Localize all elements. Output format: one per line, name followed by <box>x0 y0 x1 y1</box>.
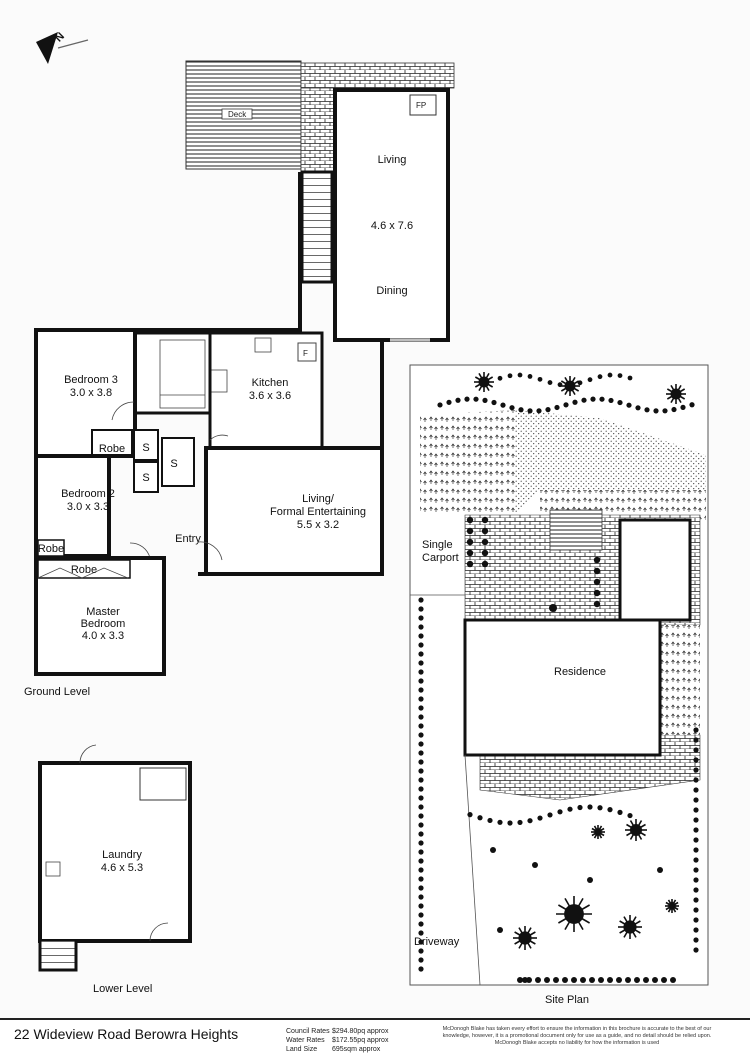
formal-living-label-1: Living/ <box>302 493 335 505</box>
landscaping-trees <box>474 372 686 950</box>
bedroom3-label: Bedroom 3 <box>64 374 118 386</box>
ground-level-plan: Deck FP Living 4.6 x 7.6 Dining F Kitche… <box>24 60 455 698</box>
disclaimer-text: McDonogh Blake has taken every effort to… <box>442 1026 712 1046</box>
council-rates-value: $294.80pq approx <box>332 1028 389 1035</box>
lower-level-plan: Laundry 4.6 x 5.3 Lower Level <box>38 744 192 995</box>
dining-label: Dining <box>376 285 407 297</box>
formal-living-room <box>204 446 384 576</box>
laundry-label: Laundry <box>102 849 142 861</box>
fireplace-label: FP <box>416 101 426 110</box>
land-size-label: Land Size <box>286 1046 318 1053</box>
entry-label: Entry <box>175 533 201 545</box>
deck-label: Deck <box>228 110 247 119</box>
property-address: 22 Wideview Road Berowra Heights <box>14 1026 239 1042</box>
fridge-label: F <box>303 349 308 358</box>
robe-bedroom3-label: Robe <box>99 443 125 455</box>
shower-2-label: S <box>142 472 149 484</box>
formal-living-label-2: Formal Entertaining <box>270 506 366 518</box>
shower-3-label: S <box>170 458 177 470</box>
kitchen-label: Kitchen <box>252 377 289 389</box>
robe-bedroom2-label: Robe <box>38 543 64 555</box>
ground-level-label: Ground Level <box>24 686 90 698</box>
lower-level-label: Lower Level <box>93 983 152 995</box>
residence-block <box>463 618 662 757</box>
master-dims: 4.0 x 3.3 <box>82 630 124 642</box>
carport-label-1: Single <box>422 539 453 551</box>
landscaping-shrubs <box>418 372 699 983</box>
living-label: Living <box>378 154 407 166</box>
site-plan: Residence Single Carport Driveway Site P… <box>409 364 709 1006</box>
bedroom3-dims: 3.0 x 3.8 <box>70 387 112 399</box>
footer-bar: 22 Wideview Road Berowra Heights Council… <box>0 1018 750 1063</box>
living-dims: 4.6 x 7.6 <box>371 220 413 232</box>
stairs <box>300 170 334 284</box>
driveway-label: Driveway <box>414 936 460 948</box>
land-size-value: 695sqm approx <box>332 1046 381 1053</box>
floor-plan-drawing: N Deck FP Living 4.6 x 7.6 Dining F Kitc… <box>24 30 709 1006</box>
north-arrow-icon: N <box>36 30 89 64</box>
bedroom2-label: Bedroom 2 <box>61 488 115 500</box>
kitchen-dims: 3.6 x 3.6 <box>249 390 291 402</box>
laundry-dims: 4.6 x 5.3 <box>101 862 143 874</box>
north-label: N <box>53 30 67 44</box>
master-label-1: Master <box>86 606 120 618</box>
residence-label: Residence <box>554 666 606 678</box>
shower-1-label: S <box>142 442 149 454</box>
rates-table: Council Rates $294.80pq approx Water Rat… <box>286 1027 400 1054</box>
formal-living-dims: 5.5 x 3.2 <box>297 519 339 531</box>
robe-master-label: Robe <box>71 564 97 576</box>
carport-label-2: Carport <box>422 552 459 564</box>
bedroom2-dims: 3.0 x 3.3 <box>67 501 109 513</box>
council-rates-label: Council Rates <box>286 1028 330 1035</box>
water-rates-label: Water Rates <box>286 1037 325 1044</box>
site-plan-label: Site Plan <box>545 994 589 1006</box>
water-rates-value: $172.55pq approx <box>332 1037 389 1044</box>
living-dining-room <box>333 88 450 342</box>
master-label-2: Bedroom <box>81 618 126 630</box>
